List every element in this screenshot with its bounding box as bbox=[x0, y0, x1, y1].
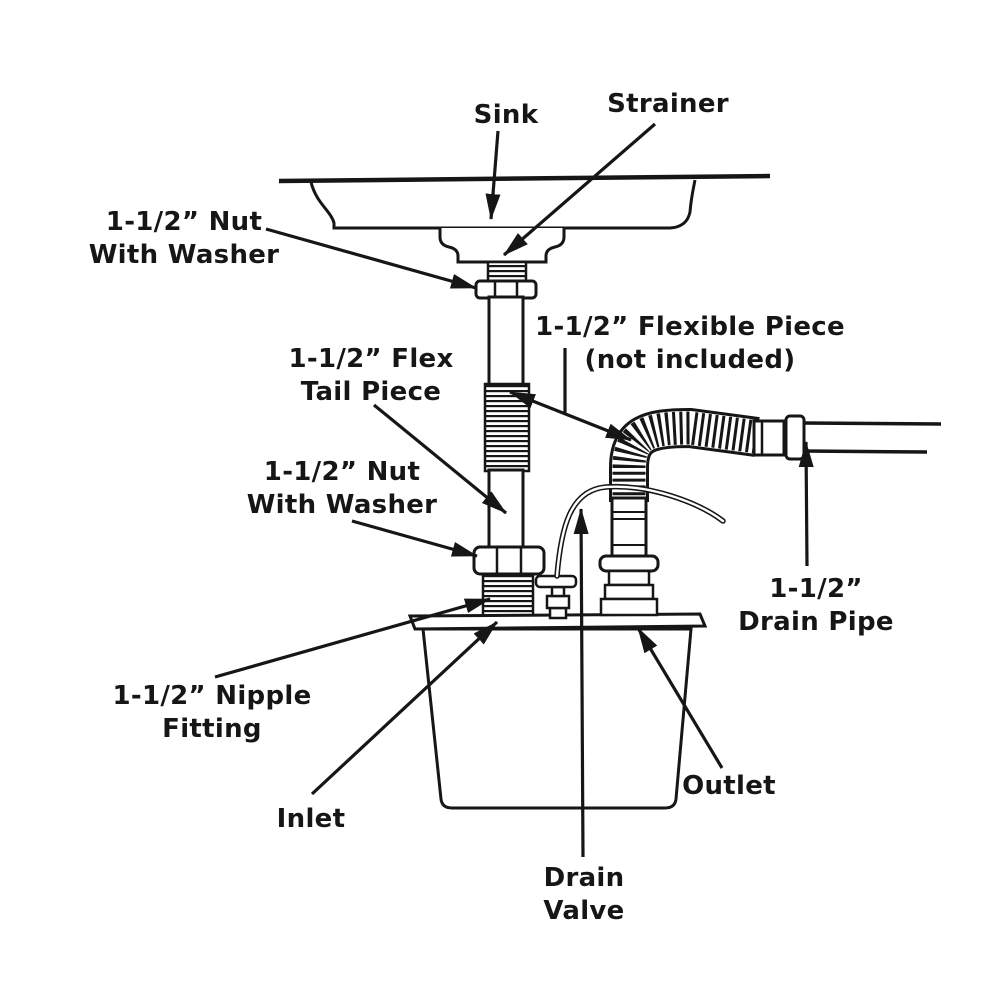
label-sink-text: Sink bbox=[473, 100, 539, 130]
flexible-hose-assembly bbox=[598, 407, 760, 617]
label-outlet-text: Outlet bbox=[682, 771, 776, 801]
drain-pipe-nut bbox=[784, 414, 806, 461]
wall-drain-pipe bbox=[752, 414, 942, 461]
arrow-drain-valve bbox=[573, 508, 589, 858]
middle-nut bbox=[472, 545, 546, 576]
label-flex-tail-piece: 1-1/2” Flex Tail Piece bbox=[288, 343, 453, 409]
arrow-outlet bbox=[636, 627, 724, 769]
label-outlet: Outlet bbox=[682, 770, 776, 803]
label-nipple-fitting: 1-1/2” Nipple Fitting bbox=[112, 680, 311, 746]
leader-arrows bbox=[214, 122, 814, 858]
arrow-nipple-fitting bbox=[214, 597, 491, 679]
arrow-flex-tail-piece bbox=[372, 403, 508, 515]
label-strainer: Strainer bbox=[607, 88, 729, 121]
sink-cross-section bbox=[278, 173, 771, 230]
label-line: With Washer bbox=[246, 490, 438, 520]
arrow-drain-pipe bbox=[798, 441, 814, 567]
label-drain-valve: Drain Valve bbox=[543, 862, 624, 928]
label-line: 1-1/2” bbox=[769, 574, 863, 604]
arrow-sink bbox=[485, 130, 501, 220]
flex-tailpiece bbox=[472, 295, 546, 620]
drain-pipe-stub bbox=[752, 419, 786, 457]
arrow-strainer bbox=[502, 122, 657, 257]
label-line: Tail Piece bbox=[300, 377, 442, 407]
valve-body bbox=[545, 594, 571, 610]
wall-pipe-top-line bbox=[803, 421, 942, 426]
label-nut-with-washer-middle: 1-1/2” Nut With Washer bbox=[247, 456, 438, 522]
label-line: (not included) bbox=[584, 345, 796, 375]
arrow-flexible-piece-double bbox=[509, 390, 632, 442]
arrow-nut-middle bbox=[351, 519, 478, 558]
label-inlet: Inlet bbox=[277, 803, 346, 836]
label-sink: Sink bbox=[474, 99, 539, 132]
arrow-nut-top bbox=[265, 227, 477, 290]
label-line: 1-1/2” Flex bbox=[288, 344, 454, 374]
label-line: 1-1/2” Nipple bbox=[112, 681, 312, 711]
tailpiece-lower-pipe bbox=[487, 468, 525, 550]
strainer-assembly bbox=[438, 228, 566, 300]
outlet-taper bbox=[603, 583, 655, 601]
label-nut-with-washer-top: 1-1/2” Nut With Washer bbox=[89, 206, 280, 272]
outlet-taper bbox=[607, 569, 651, 587]
bucket-body bbox=[421, 627, 693, 810]
nipple-fitting bbox=[481, 572, 535, 620]
label-line: Drain bbox=[543, 863, 625, 893]
arrow-inlet bbox=[310, 620, 499, 796]
outlet-tube bbox=[610, 496, 648, 558]
label-line: 1-1/2” Flexible Piece bbox=[535, 312, 845, 342]
counter-line bbox=[278, 173, 771, 184]
bucket bbox=[407, 612, 708, 810]
sink-basin-outline bbox=[309, 179, 697, 230]
wall-pipe-bottom-line bbox=[803, 449, 928, 454]
label-strainer-text: Strainer bbox=[607, 89, 729, 119]
drain-valve-assembly bbox=[534, 483, 726, 620]
label-line: Drain Pipe bbox=[738, 607, 894, 637]
valve-base bbox=[548, 606, 568, 620]
tailpiece-upper-pipe bbox=[487, 295, 525, 387]
upper-nut bbox=[474, 279, 538, 300]
outlet-flange bbox=[598, 554, 660, 573]
label-line: Valve bbox=[543, 896, 625, 926]
label-inlet-text: Inlet bbox=[276, 804, 346, 834]
valve-neck bbox=[550, 585, 566, 598]
label-line: With Washer bbox=[88, 240, 280, 270]
outlet-taper bbox=[599, 597, 659, 617]
label-line: 1-1/2” Nut bbox=[263, 457, 421, 487]
strainer-body bbox=[438, 228, 566, 264]
hose-corrugation bbox=[612, 411, 760, 502]
label-line: Fitting bbox=[162, 714, 262, 744]
label-line: 1-1/2” Nut bbox=[105, 207, 263, 237]
label-flexible-piece: 1-1/2” Flexible Piece (not included) bbox=[535, 311, 845, 377]
strainer-threads bbox=[486, 260, 528, 284]
label-drain-pipe: 1-1/2” Drain Pipe bbox=[738, 573, 894, 639]
valve-drain-tube-core bbox=[555, 485, 725, 578]
